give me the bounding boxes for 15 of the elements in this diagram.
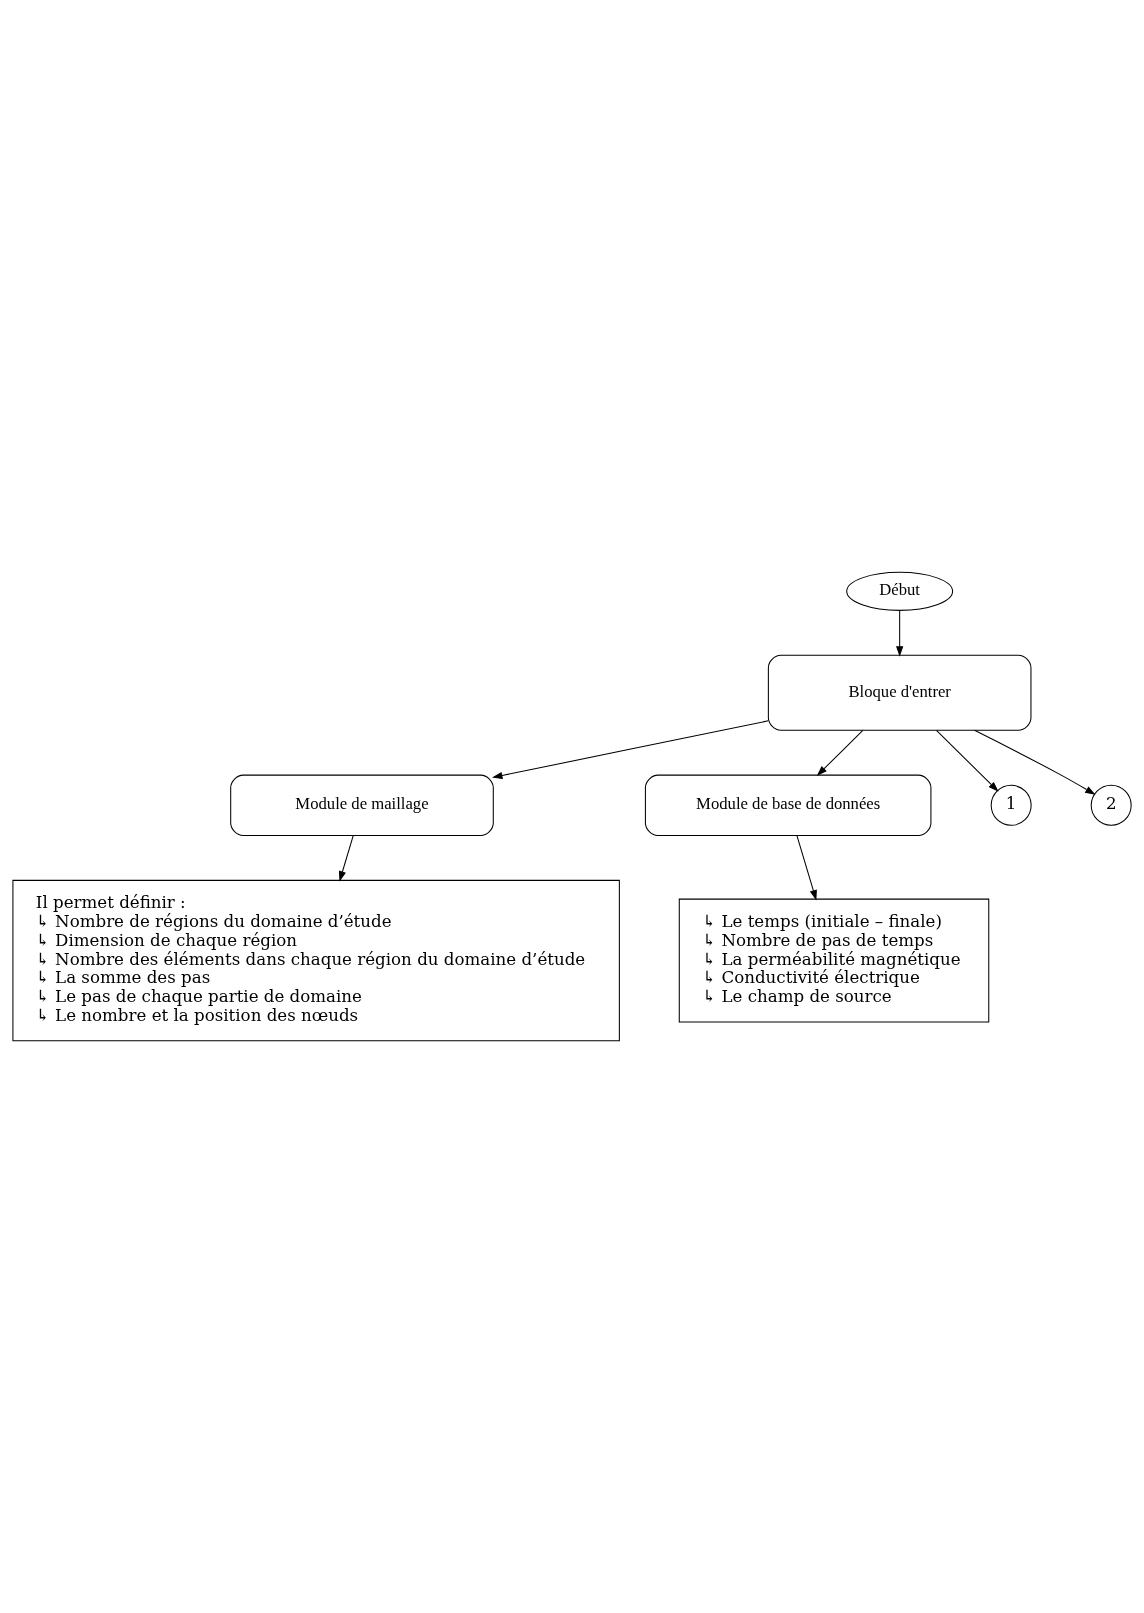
arrow — [896, 610, 904, 657]
arrow — [935, 729, 999, 792]
node-circle: 1 — [990, 784, 1032, 826]
arrow — [796, 835, 817, 901]
arrow — [338, 835, 354, 882]
node-box: Module de base de données — [644, 774, 932, 837]
node-box: ↳ Le temps (initiale – finale) ↳ Nombre de pas de temps ↳ La perméabilité magnétique ↳ Conductivité électrique ↳ Le champ de source — [678, 898, 990, 1023]
node-box: Il permet définir : ↳ Nombre de régions du domaine d’étude ↳ Dimension de chaque région ↳ Nombre des éléments dans chaque région du domaine d’étude ↳ La somme des pas ↳ Le pas de chaque partie de domaine ↳ Le nombre et la position des nœuds — [12, 879, 620, 1042]
arrow — [816, 729, 864, 776]
arrow — [974, 729, 1096, 795]
node-circle: 2 — [1090, 784, 1132, 826]
node-ellipse: Début — [846, 571, 954, 611]
arrow — [492, 720, 769, 780]
node-box: Bloque d'entrer — [767, 654, 1032, 731]
node-box: Module de maillage — [230, 774, 494, 837]
